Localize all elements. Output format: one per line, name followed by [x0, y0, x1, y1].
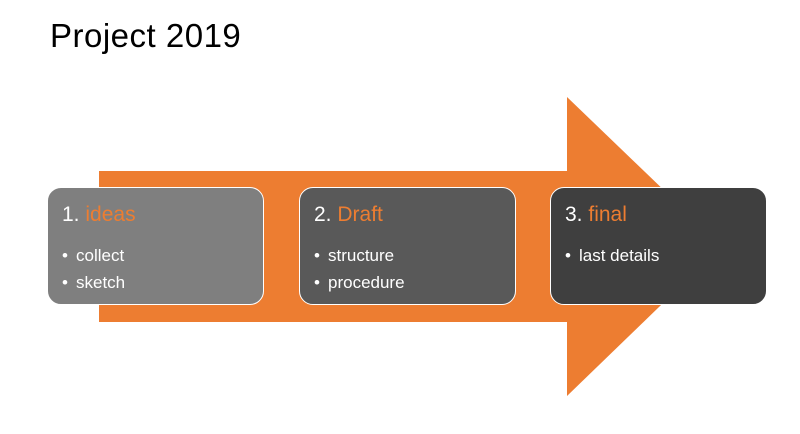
step-bullet-list: • collect • sketch — [62, 242, 125, 296]
bullet-icon: • — [62, 246, 68, 265]
bullet-item: • procedure — [314, 269, 405, 296]
step-card-final: 3. final • last details — [550, 187, 767, 305]
step-card-draft: 2. Draft • structure • procedure — [299, 187, 516, 305]
step-heading: 2. Draft — [314, 202, 383, 228]
step-heading: 3. final — [565, 202, 627, 228]
bullet-icon: • — [62, 273, 68, 292]
bullet-icon: • — [314, 273, 320, 292]
step-label: Draft — [337, 203, 383, 226]
step-heading: 1. ideas — [62, 202, 136, 228]
bullet-item: • sketch — [62, 269, 125, 296]
step-number: 2. — [314, 203, 332, 226]
bullet-text: structure — [328, 246, 395, 265]
slide-title: Project 2019 — [50, 17, 242, 54]
bullet-text: last details — [579, 246, 660, 265]
bullet-item: • last details — [565, 242, 659, 269]
step-bullet-list: • structure • procedure — [314, 242, 405, 296]
step-number: 1. — [62, 203, 80, 226]
step-bullet-list: • last details — [565, 242, 659, 269]
step-label: final — [588, 203, 627, 226]
step-label: ideas — [85, 203, 136, 226]
bullet-text: collect — [76, 246, 125, 265]
bullet-icon: • — [565, 246, 571, 265]
bullet-text: procedure — [328, 273, 405, 292]
bullet-text: sketch — [76, 273, 126, 292]
bullet-icon: • — [314, 246, 320, 265]
bullet-item: • collect — [62, 242, 125, 269]
step-card-ideas: 1. ideas • collect • sketch — [47, 187, 264, 305]
step-number: 3. — [565, 203, 583, 226]
bullet-item: • structure — [314, 242, 405, 269]
